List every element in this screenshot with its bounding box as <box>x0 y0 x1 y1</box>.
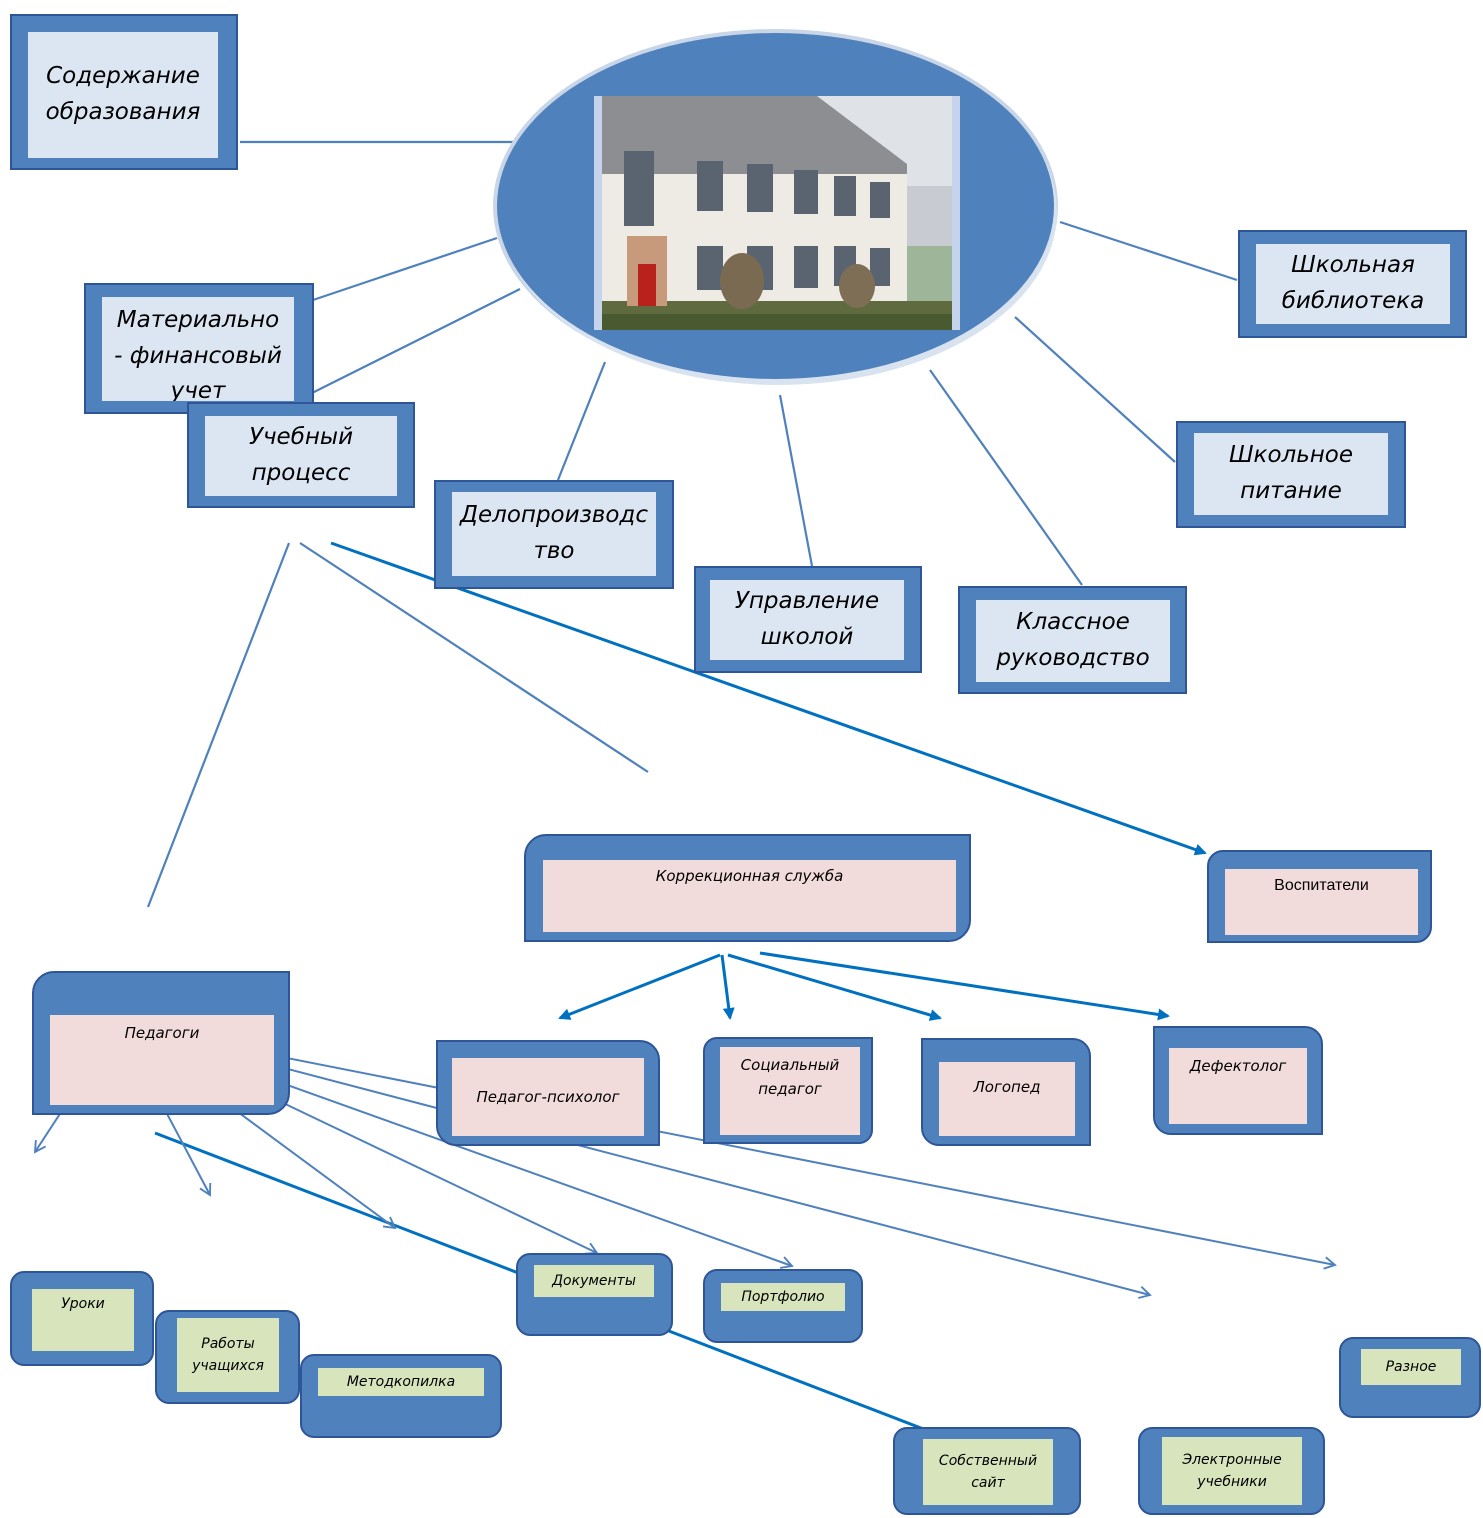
arrow-psiholog <box>558 953 721 1020</box>
line-delo <box>556 361 607 481</box>
line-to-pedagogi <box>146 542 291 908</box>
node-portfolio-label: Портфолио <box>741 1288 825 1305</box>
hub-connectors <box>146 140 1238 908</box>
school-building-photo <box>594 96 960 330</box>
node-pedagogi-label: Педагоги <box>124 1024 200 1042</box>
node-portfolio: Портфолио <box>703 1269 863 1343</box>
node-logoped: Логопед <box>921 1038 1091 1146</box>
line-pitanie <box>1014 316 1176 463</box>
node-uchebny: Учебный процесс <box>187 402 415 508</box>
node-biblioteka: Школьная библиотека <box>1238 230 1467 338</box>
node-upravlenie: Управление школой <box>694 566 922 673</box>
node-dokumenty: Документы <box>516 1253 673 1336</box>
node-uchebniki-label: Электронные учебники <box>1182 1451 1282 1490</box>
line-biblioteka <box>1059 220 1238 282</box>
line-material <box>312 236 498 302</box>
node-klassnoe: Классное руководство <box>958 586 1187 694</box>
node-metodkopilka: Методкопилка <box>300 1354 502 1438</box>
node-raznoe: Разное <box>1339 1337 1481 1418</box>
line-upravlenie <box>778 394 814 567</box>
line-klassnoe <box>929 369 1083 586</box>
node-defektolog-label: Дефектолог <box>1189 1057 1287 1075</box>
node-raboty: Работы учащихся <box>155 1310 300 1404</box>
node-sajt-label: Собственный сайт <box>938 1452 1038 1491</box>
node-defektolog: Дефектолог <box>1153 1026 1323 1135</box>
node-korrekcionnaya: Коррекционная служба <box>524 834 971 942</box>
node-korrekcionnaya-label: Коррекционная служба <box>655 867 844 885</box>
node-pedagogi: Педагоги <box>32 971 290 1115</box>
node-uchebny-label: Учебный процесс <box>248 424 354 486</box>
node-socialny: Социальный педагог <box>703 1037 873 1144</box>
node-psiholog: Педагог-психолог <box>436 1040 660 1146</box>
node-vospitateli-label: Воспитатели <box>1274 877 1369 894</box>
node-vospitateli: Воспитатели <box>1207 850 1432 943</box>
node-pitanie-label: Школьное питание <box>1228 442 1354 504</box>
node-sajt: Собственный сайт <box>893 1427 1081 1515</box>
node-dokumenty-label: Документы <box>552 1272 636 1289</box>
line-to-korrekcionnaya <box>299 542 649 773</box>
node-raboty-label: Работы учащихся <box>192 1335 264 1374</box>
arrow-raznoe <box>119 1024 1337 1270</box>
node-pitanie: Школьное питание <box>1176 421 1406 528</box>
node-klassnoe-label: Классное руководство <box>996 609 1150 671</box>
arrow-logoped <box>727 953 942 1021</box>
node-material-label: Материально - финансовый учет <box>114 307 282 401</box>
node-psiholog-label: Педагог-психолог <box>476 1088 620 1106</box>
node-soderzhanie-label: Содержание образования <box>45 63 201 125</box>
node-soderzhanie: Содержание образования <box>10 14 238 170</box>
arrow-vospitateli <box>330 541 1207 856</box>
node-upravlenie-label: Управление школой <box>734 588 880 650</box>
line-uchebny <box>297 288 521 401</box>
node-raznoe-label: Разное <box>1385 1358 1437 1375</box>
arrow-defektolog <box>759 951 1170 1021</box>
arrow-socialny <box>720 954 735 1020</box>
node-logoped-label: Логопед <box>973 1078 1041 1096</box>
node-socialny-label: Социальный педагог <box>740 1056 840 1098</box>
node-metodkopilka-label: Методкопилка <box>346 1373 456 1390</box>
node-uchebniki: Электронные учебники <box>1138 1427 1325 1515</box>
node-uroki: Уроки <box>10 1271 154 1366</box>
node-deloproizvodstvo-label: Делопроизводс тво <box>460 502 648 564</box>
node-material: Материально - финансовый учет <box>84 283 314 414</box>
node-biblioteka-label: Школьная библиотека <box>1281 252 1425 314</box>
node-uroki-label: Уроки <box>61 1296 105 1312</box>
arrow-uchebniki <box>119 1024 1152 1299</box>
node-deloproizvodstvo: Делопроизводс тво <box>434 480 674 589</box>
